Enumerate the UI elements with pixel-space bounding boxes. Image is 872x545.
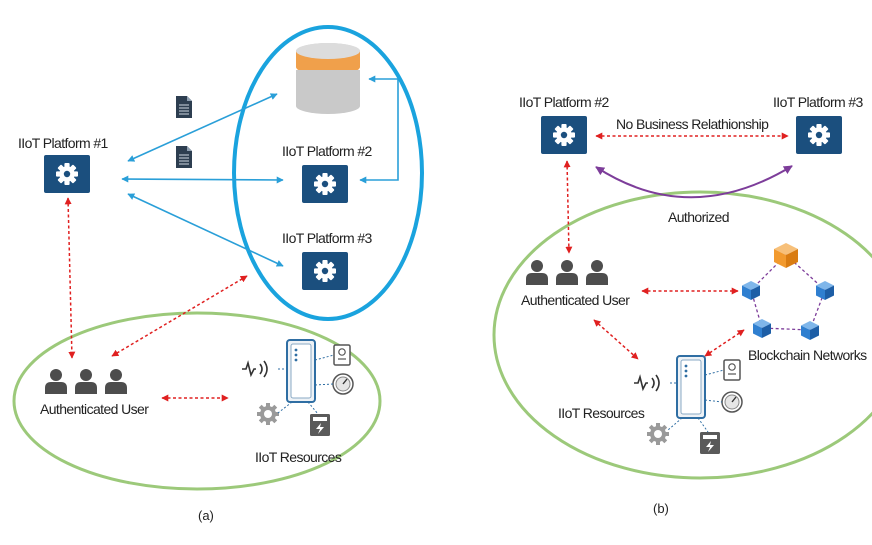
data-arrow <box>127 193 284 267</box>
platform2-label: IIoT Platform #2 <box>519 94 610 110</box>
platform3-label: IIoT Platform #3 <box>282 230 373 246</box>
platform2-label: IIoT Platform #2 <box>282 143 373 159</box>
platform3-gear-icon <box>796 116 842 154</box>
user-domain-ellipse <box>492 190 872 480</box>
caption-b: (b) <box>653 501 669 516</box>
gauge-icon <box>332 373 354 395</box>
user-label: Authenticated User <box>40 401 149 417</box>
mechanical-gear-icon <box>647 423 669 445</box>
cube-icon <box>742 281 760 300</box>
resources-label: IIoT Resources <box>558 405 645 421</box>
authorized-label: Authorized <box>668 209 729 225</box>
panel-b: IIoT Platform #2 IIoT Platform #3 No Bus… <box>492 94 872 516</box>
blockchain-label: Blockchain Networks <box>748 347 867 363</box>
resources-label: IIoT Resources <box>255 449 342 465</box>
blockchain-network <box>742 243 834 340</box>
data-arrow <box>121 175 284 184</box>
platform-cluster-ellipse <box>232 25 424 321</box>
auth-arrow <box>64 197 76 359</box>
cube-icon <box>774 243 798 268</box>
cube-icon <box>801 321 819 340</box>
server-icon <box>286 339 316 403</box>
platform2-gear-icon <box>302 165 348 203</box>
auth-arrow <box>593 319 639 360</box>
auth-arrow <box>704 329 745 357</box>
signal-sensor-icon <box>633 374 660 392</box>
meter-icon <box>333 344 351 366</box>
auth-arrow <box>111 275 248 357</box>
users-group-icon <box>526 260 608 285</box>
user-label: Authenticated User <box>521 292 630 308</box>
panel-a: IIoT Platform #1 IIoT Platform #2 IIoT P… <box>12 25 424 523</box>
signal-sensor-icon <box>241 360 268 378</box>
cube-icon <box>816 281 834 300</box>
data-arrow <box>127 93 278 162</box>
gauge-icon <box>721 391 743 413</box>
meter-icon <box>723 359 741 381</box>
power-meter-icon <box>310 414 330 436</box>
authorized-arrow <box>595 165 793 199</box>
auth-arrow <box>563 160 573 254</box>
platform3-gear-icon <box>302 252 348 290</box>
users-group-icon <box>45 369 127 394</box>
server-icon <box>676 355 706 419</box>
relation-label: No Business Relathionship <box>616 116 769 132</box>
platform2-gear-icon <box>541 116 587 154</box>
document-icon <box>175 145 193 169</box>
platform1-gear-icon <box>44 155 90 193</box>
caption-a: (a) <box>198 508 214 523</box>
database-icon <box>296 43 360 114</box>
cube-icon <box>753 319 771 338</box>
power-meter-icon <box>700 432 720 454</box>
platform1-label: IIoT Platform #1 <box>18 135 109 151</box>
data-arrow <box>359 75 399 184</box>
document-icon <box>175 95 193 119</box>
mechanical-gear-icon <box>257 403 279 425</box>
platform3-label: IIoT Platform #3 <box>773 94 864 110</box>
